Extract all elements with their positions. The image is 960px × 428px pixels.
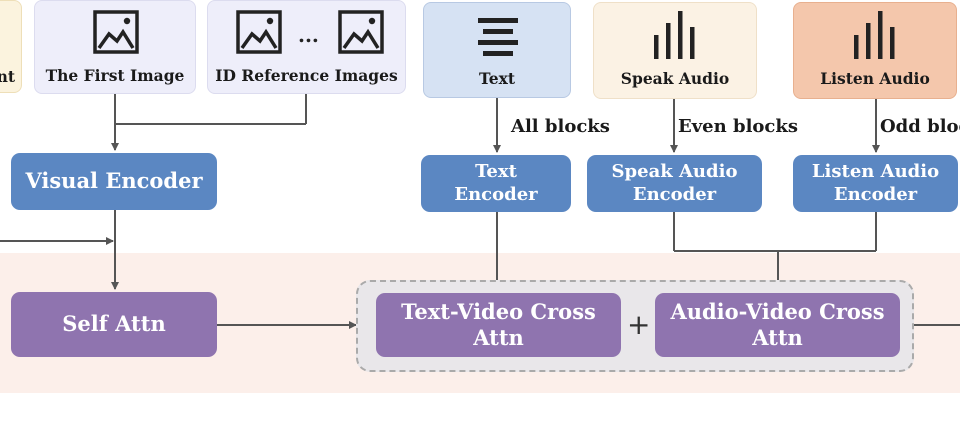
- ellipsis: ...: [298, 23, 319, 47]
- listen-audio-label: Listen Audio: [820, 69, 930, 88]
- speak-audio-card: Speak Audio: [593, 2, 757, 99]
- text-encoder-box: Text Encoder: [421, 155, 571, 212]
- speak-audio-encoder-box: Speak Audio Encoder: [587, 155, 762, 212]
- image-icon: [338, 10, 384, 54]
- text-input-card: Text: [423, 2, 571, 98]
- audio-bars-icon: [854, 11, 895, 59]
- self-attn-box: Self Attn: [11, 292, 217, 357]
- first-image-label: The First Image: [45, 66, 185, 85]
- image-icon: [236, 10, 282, 54]
- plus-sign: +: [627, 308, 651, 341]
- even-blocks-label: Even blocks: [678, 116, 798, 137]
- audio-bars-icon: [654, 11, 695, 59]
- listen-audio-card: Listen Audio: [793, 2, 957, 99]
- partial-input-card: nt: [0, 0, 22, 93]
- all-blocks-label: All blocks: [511, 116, 610, 137]
- audio-video-cross-attn-box: Audio-Video Cross Attn: [655, 293, 900, 357]
- listen-audio-encoder-box: Listen Audio Encoder: [793, 155, 958, 212]
- odd-blocks-label: Odd bloc: [880, 116, 960, 137]
- id-reference-images-card: ... ID Reference Images: [207, 0, 406, 94]
- text-video-cross-attn-box: Text-Video Cross Attn: [376, 293, 621, 357]
- text-lines-icon: [478, 18, 518, 56]
- text-input-label: Text: [478, 69, 516, 88]
- first-image-card: The First Image: [34, 0, 196, 94]
- partial-input-label: nt: [0, 67, 15, 86]
- speak-audio-label: Speak Audio: [620, 69, 730, 88]
- image-icon: [93, 10, 139, 54]
- visual-encoder-box: Visual Encoder: [11, 153, 217, 210]
- id-reference-images-label: ID Reference Images: [215, 66, 398, 85]
